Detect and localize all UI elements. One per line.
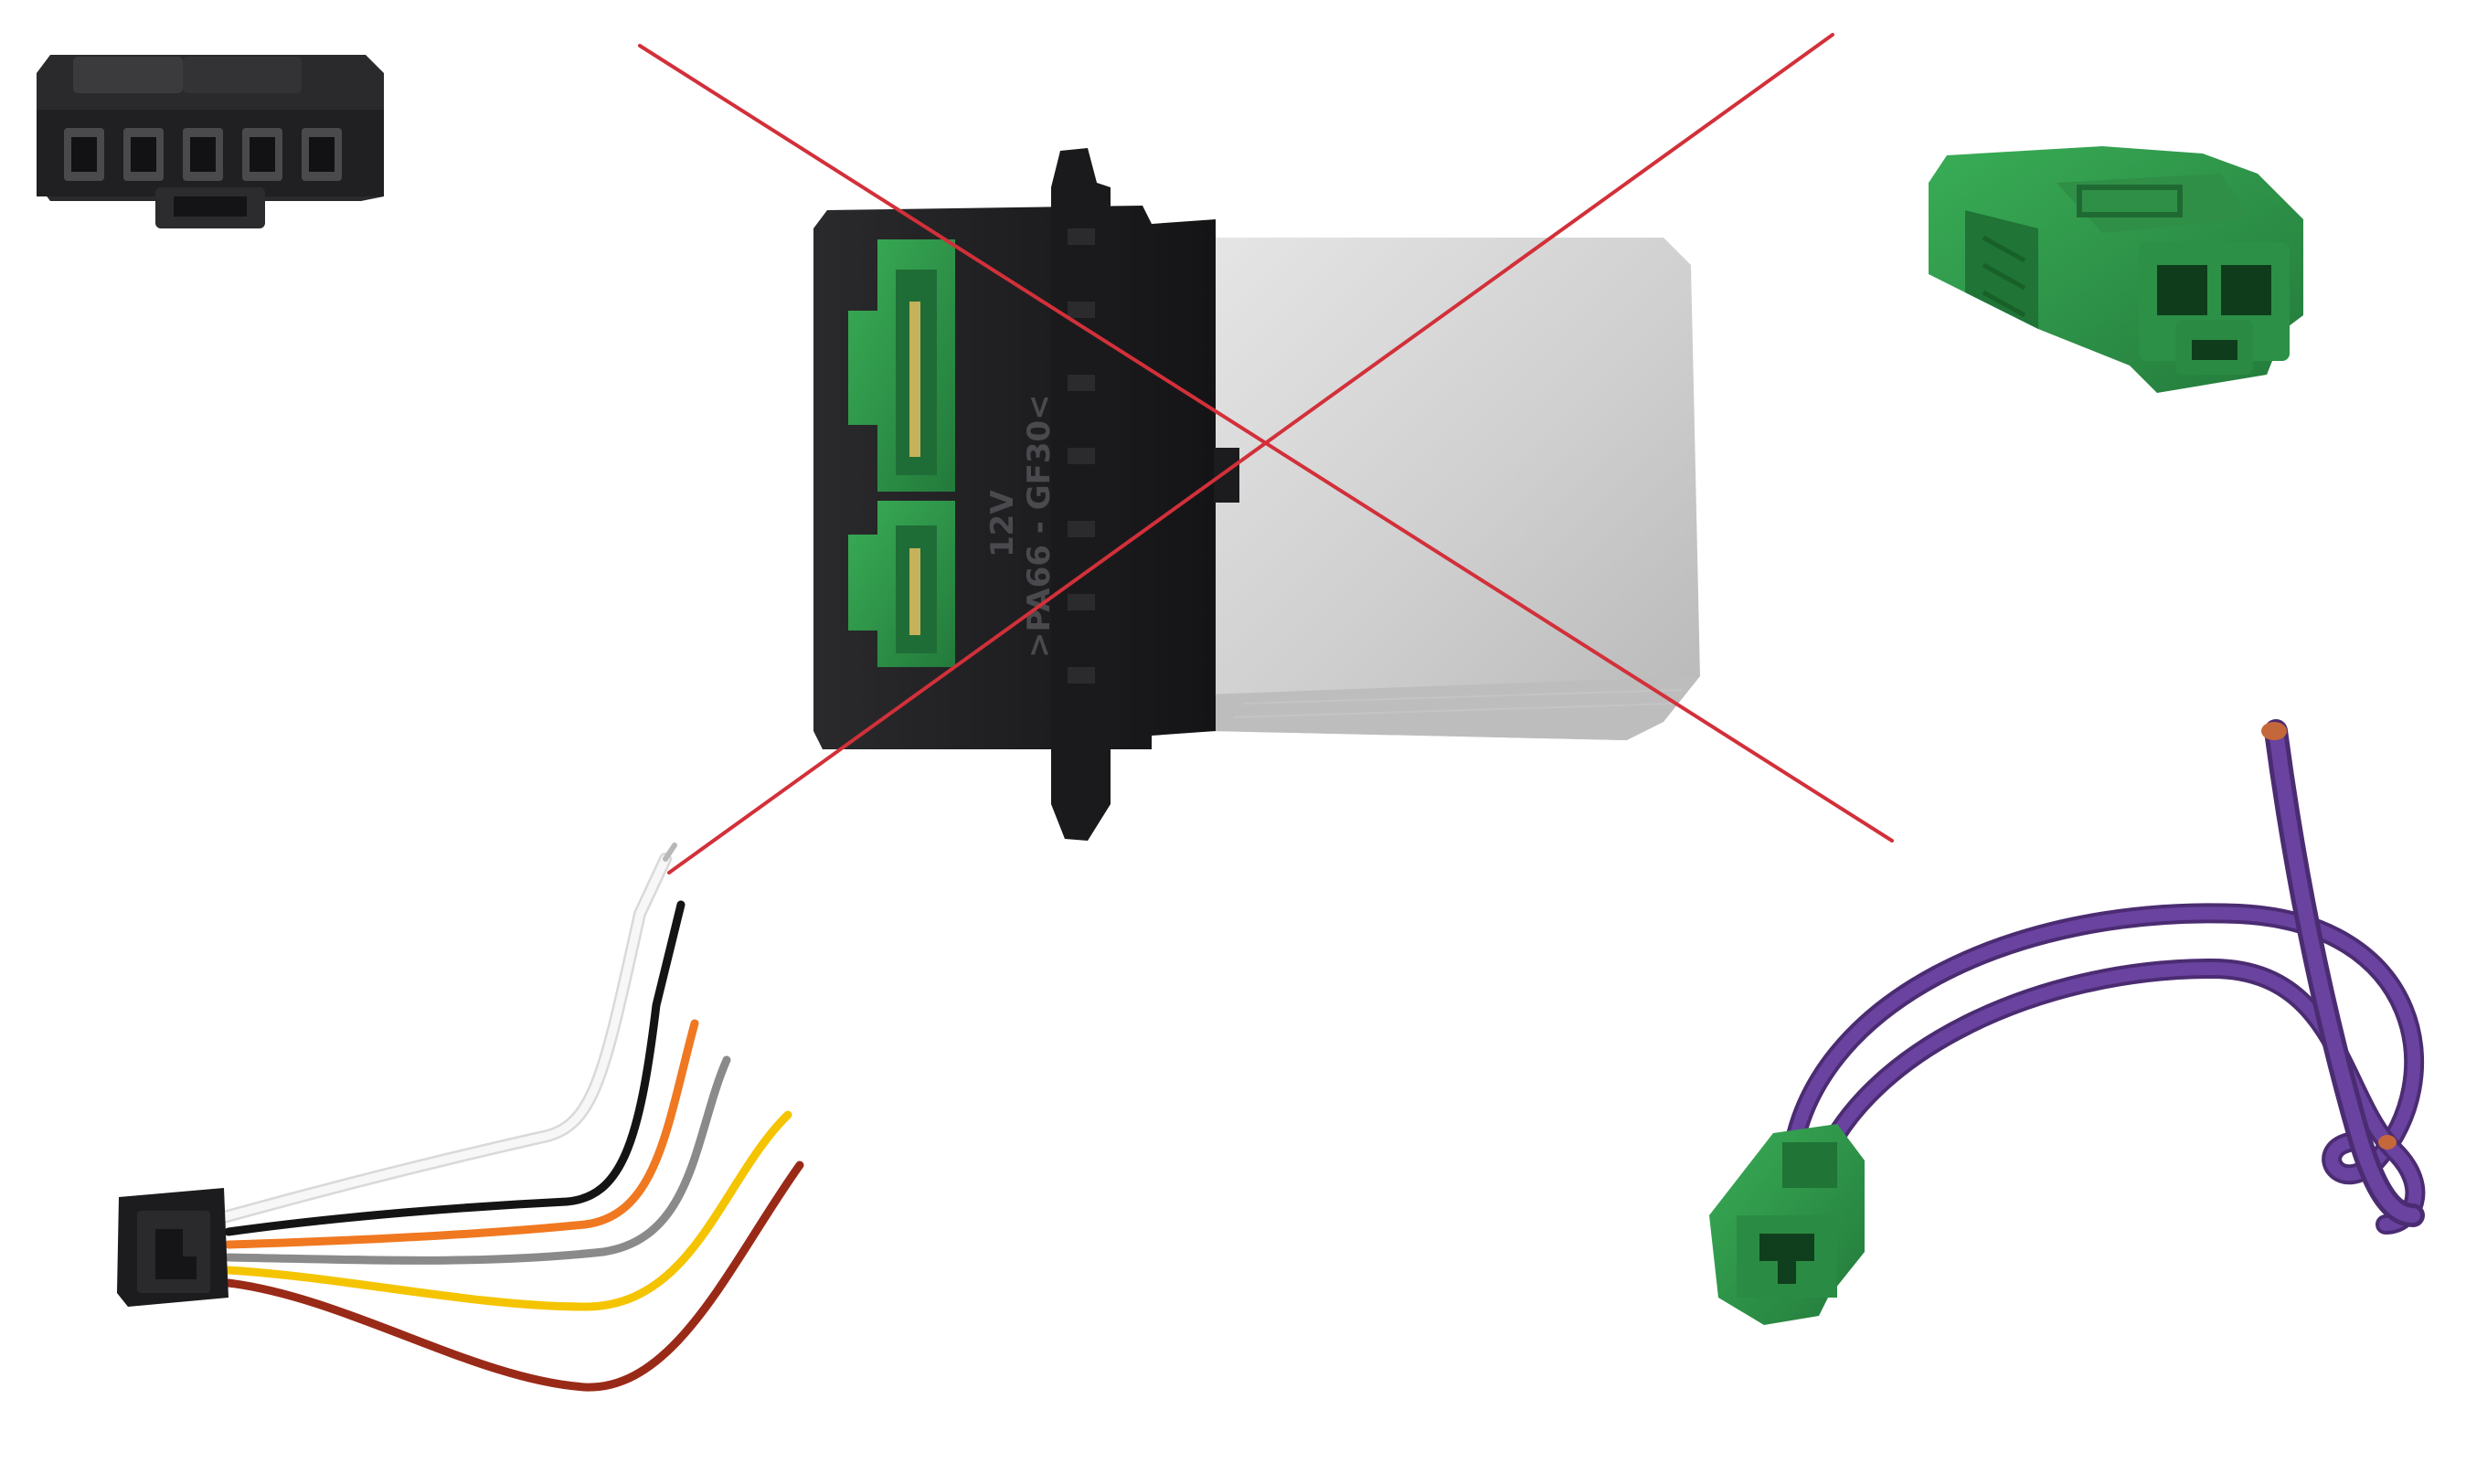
voltage-label: 12V [984,490,1021,557]
material-label: >PA66 - GF30< [1021,394,1058,658]
harness-plug-left [117,1188,229,1307]
black-connector-top-left [37,55,384,228]
green-connector-top-right [1929,146,2303,393]
red-cross-mark [638,33,1894,874]
purple-pigtail-right [1781,719,2426,1235]
wire-harness-left [218,843,804,1392]
purple-pigtail-connector [1709,1124,1865,1325]
copper-wire-tip-2 [2378,1135,2397,1150]
copper-wire-tip [2261,722,2287,740]
blower-resistor: 12V >PA66 - GF30< [813,148,1700,841]
